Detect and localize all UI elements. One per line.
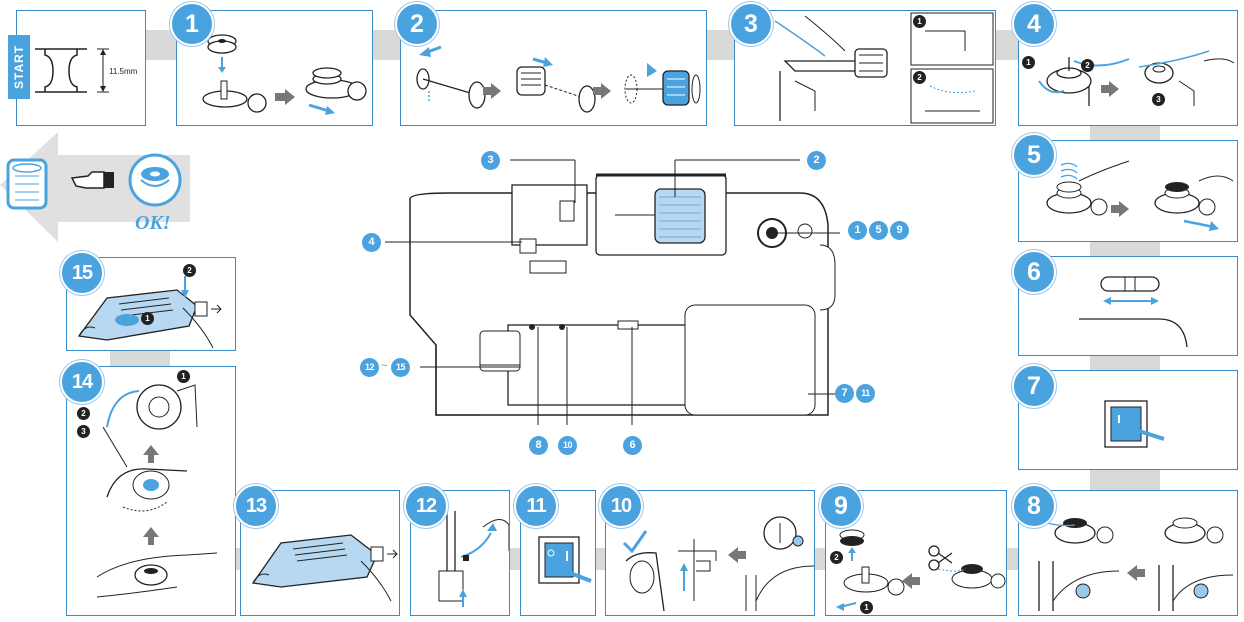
sewing-machine-diagram: [385, 159, 840, 425]
machine-callout-15: 15: [391, 358, 410, 377]
step-14-badge: 14: [60, 360, 104, 404]
step-14-sub-1: 1: [177, 370, 190, 383]
step-9-sub-2: 2: [830, 551, 843, 564]
step-10-badge: 10: [599, 484, 643, 528]
step-13-badge: 13: [234, 484, 278, 528]
step-2-badge: 2: [395, 2, 439, 46]
step-5-badge: 5: [1012, 133, 1056, 177]
machine-callout-9: 9: [890, 221, 909, 240]
step-8-badge: 8: [1012, 484, 1056, 528]
bobbin-onto-spindle-illustration: [202, 34, 367, 115]
machine-callout-2: 2: [807, 151, 826, 170]
thread-guide-illustration: [774, 12, 994, 124]
step-4-sub-1: 1: [1022, 56, 1035, 69]
step-11-panel: [520, 490, 596, 616]
step-3-sub-2: 2: [913, 71, 926, 84]
step-4-badge: 4: [1012, 2, 1056, 46]
hand-pointer-icon: [70, 171, 114, 189]
step-14-sub-3: 3: [77, 425, 90, 438]
step-11-badge: 11: [514, 484, 558, 528]
machine-callout-6: 6: [623, 436, 642, 455]
machine-callout-11: 11: [856, 384, 875, 403]
machine-callout-8: 8: [529, 436, 548, 455]
power-switch-on-illustration: [1104, 400, 1165, 448]
step-2-panel: [400, 10, 707, 126]
machine-callout-4: 4: [362, 233, 381, 252]
start-panel: 11.5mm: [16, 10, 146, 126]
machine-callout-5: 5: [869, 221, 888, 240]
step-3-badge: 3: [729, 2, 773, 46]
step-4-sub-2: 2: [1081, 59, 1094, 72]
remove-bobbin-cover-illustration: [251, 534, 398, 602]
connector: [1090, 355, 1160, 373]
bobbin-dimension-label: 11.5mm: [109, 67, 138, 76]
step-14-panel: 1 2 3: [66, 366, 236, 616]
connector: [1090, 240, 1160, 258]
connector: [110, 350, 170, 370]
step-9-badge: 9: [819, 484, 863, 528]
step-4-panel: 1 2 3: [1018, 10, 1238, 126]
bobbin-dimension-icon: [35, 48, 109, 93]
machine-callout-12: 12: [360, 358, 379, 377]
wind-thread-bobbin-illustration: [1046, 160, 1234, 231]
step-1-panel: [176, 10, 373, 126]
step-15-badge: 15: [60, 251, 104, 295]
spool-pin-illustration: [416, 45, 701, 113]
insert-bobbin-illustration: [96, 384, 218, 598]
step-3-sub-1: 1: [913, 15, 926, 28]
pretension-disc-illustration: [1038, 50, 1235, 106]
power-switch-off-illustration: [538, 536, 592, 584]
scissors-icon: [928, 545, 953, 571]
machine-callout-1: 1: [848, 221, 867, 240]
step-15-sub-1: 1: [141, 312, 154, 325]
ok-arrow: [0, 132, 190, 242]
step-14-sub-2: 2: [77, 407, 90, 420]
raise-presser-foot-illustration: [438, 511, 509, 607]
machine-callout-10: 10: [558, 436, 577, 455]
step-12-badge: 12: [404, 484, 448, 528]
ok-label: OK!: [135, 212, 171, 234]
machine-callout-3: 3: [481, 151, 500, 170]
start-label: START: [8, 35, 30, 99]
step-3-panel: 1 2: [734, 10, 996, 126]
machine-callout-range: ~: [381, 360, 388, 372]
cut-thread-remove-bobbin-illustration: [836, 529, 1006, 611]
bobbin-winding-complete-illustration: [1038, 517, 1234, 611]
step-4-sub-3: 3: [1152, 93, 1165, 106]
raise-needle-illustration: [622, 516, 814, 612]
step-15-sub-2: 2: [183, 264, 196, 277]
winder-slide-illustration: [1079, 276, 1188, 348]
connector: [1090, 468, 1160, 492]
step-9-sub-1: 1: [860, 601, 873, 614]
attach-bobbin-cover-illustration: [77, 276, 222, 349]
machine-callout-7: 7: [835, 384, 854, 403]
connector: [1090, 124, 1160, 142]
step-7-badge: 7: [1012, 364, 1056, 408]
step-1-badge: 1: [170, 2, 214, 46]
step-6-badge: 6: [1012, 250, 1056, 294]
